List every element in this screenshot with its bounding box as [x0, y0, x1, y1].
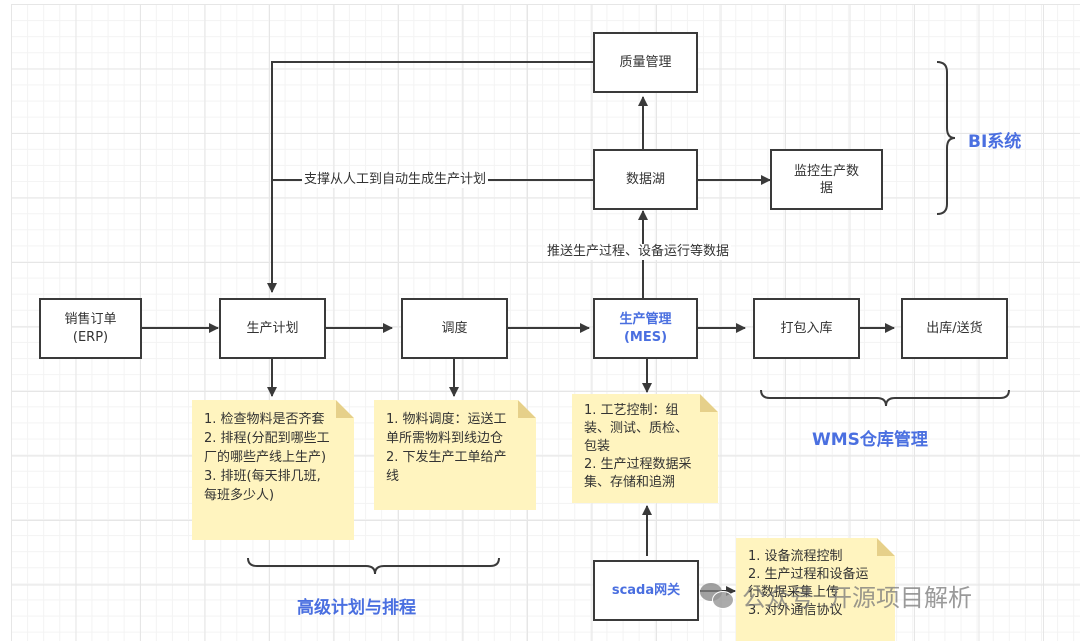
- note-line: 集、存储和追溯: [584, 475, 676, 490]
- note-line: 厂的哪些产线上生产): [204, 450, 327, 465]
- note-line: 1. 设备流程控制: [748, 549, 843, 564]
- node-mes[interactable]: 生产管理 (MES): [593, 298, 698, 359]
- note-line: 1. 检查物料是否齐套: [204, 412, 325, 427]
- watermark-account-name: 开源项目解析: [828, 584, 972, 612]
- note-line: 2. 下发生产工单给产: [386, 450, 507, 465]
- node-data-lake[interactable]: 数据湖: [593, 149, 698, 210]
- note-production-plan: 1. 检查物料是否齐套 2. 排程(分配到哪些工 厂的哪些产线上生产) 3. 排…: [192, 400, 354, 540]
- note-line: 单所需物料到线边仓: [386, 431, 504, 446]
- watermark-account-label: 公众号: [742, 584, 814, 612]
- note-line: 装、测试、质检、: [584, 421, 689, 436]
- note-line: 3. 排班(每天排几班,: [204, 469, 321, 484]
- watermark: 公众号 开源项目解析: [700, 578, 972, 613]
- note-mes: 1. 工艺控制：组 装、测试、质检、 包装 2. 生产过程数据采 集、存储和追溯: [572, 394, 718, 503]
- node-sales-order-erp[interactable]: 销售订单 (ERP): [39, 298, 142, 359]
- node-ship[interactable]: 出库/送货: [901, 298, 1008, 359]
- wechat-icon: [700, 582, 734, 609]
- node-scada-gateway[interactable]: scada网关: [593, 560, 699, 621]
- note-line: 2. 生产过程数据采: [584, 457, 692, 472]
- group-label-wms: WMS仓库管理: [812, 430, 928, 450]
- note-line: 1. 物料调度：运送工: [386, 412, 507, 427]
- note-scada: 1. 设备流程控制 2. 生产过程和设备运 行数据采集上传 3. 对外通信协议: [736, 538, 895, 641]
- edge-quality-to-plan: [267, 61, 593, 293]
- brace-wms: [760, 389, 1010, 407]
- node-monitor[interactable]: 监控生产数 据: [770, 149, 883, 210]
- node-pack-store[interactable]: 打包入库: [753, 298, 860, 359]
- group-label-bi: BI系统: [968, 132, 1022, 152]
- note-line: 每班多少人): [204, 488, 275, 503]
- brace-aps: [247, 557, 500, 575]
- note-line: 1. 工艺控制：组: [584, 403, 679, 418]
- note-line: 包装: [584, 439, 611, 454]
- note-line: 2. 排程(分配到哪些工: [204, 431, 330, 446]
- edge-label-push-data: 推送生产过程、设备运行等数据: [545, 244, 732, 260]
- brace-bi: [936, 61, 956, 215]
- node-production-plan[interactable]: 生产计划: [219, 298, 326, 359]
- note-line: 线: [386, 469, 400, 484]
- edge-label-support-auto-plan: 支撑从人工到自动生成生产计划: [302, 172, 489, 188]
- node-quality[interactable]: 质量管理: [593, 32, 698, 93]
- node-dispatch[interactable]: 调度: [401, 298, 508, 359]
- note-dispatch: 1. 物料调度：运送工 单所需物料到线边仓 2. 下发生产工单给产 线: [374, 400, 536, 510]
- note-line: 3. 对外通信协议: [748, 603, 843, 618]
- group-label-aps: 高级计划与排程: [297, 598, 416, 618]
- note-line: 行数据采集上传: [748, 585, 840, 600]
- note-line: 2. 生产过程和设备运: [748, 567, 869, 582]
